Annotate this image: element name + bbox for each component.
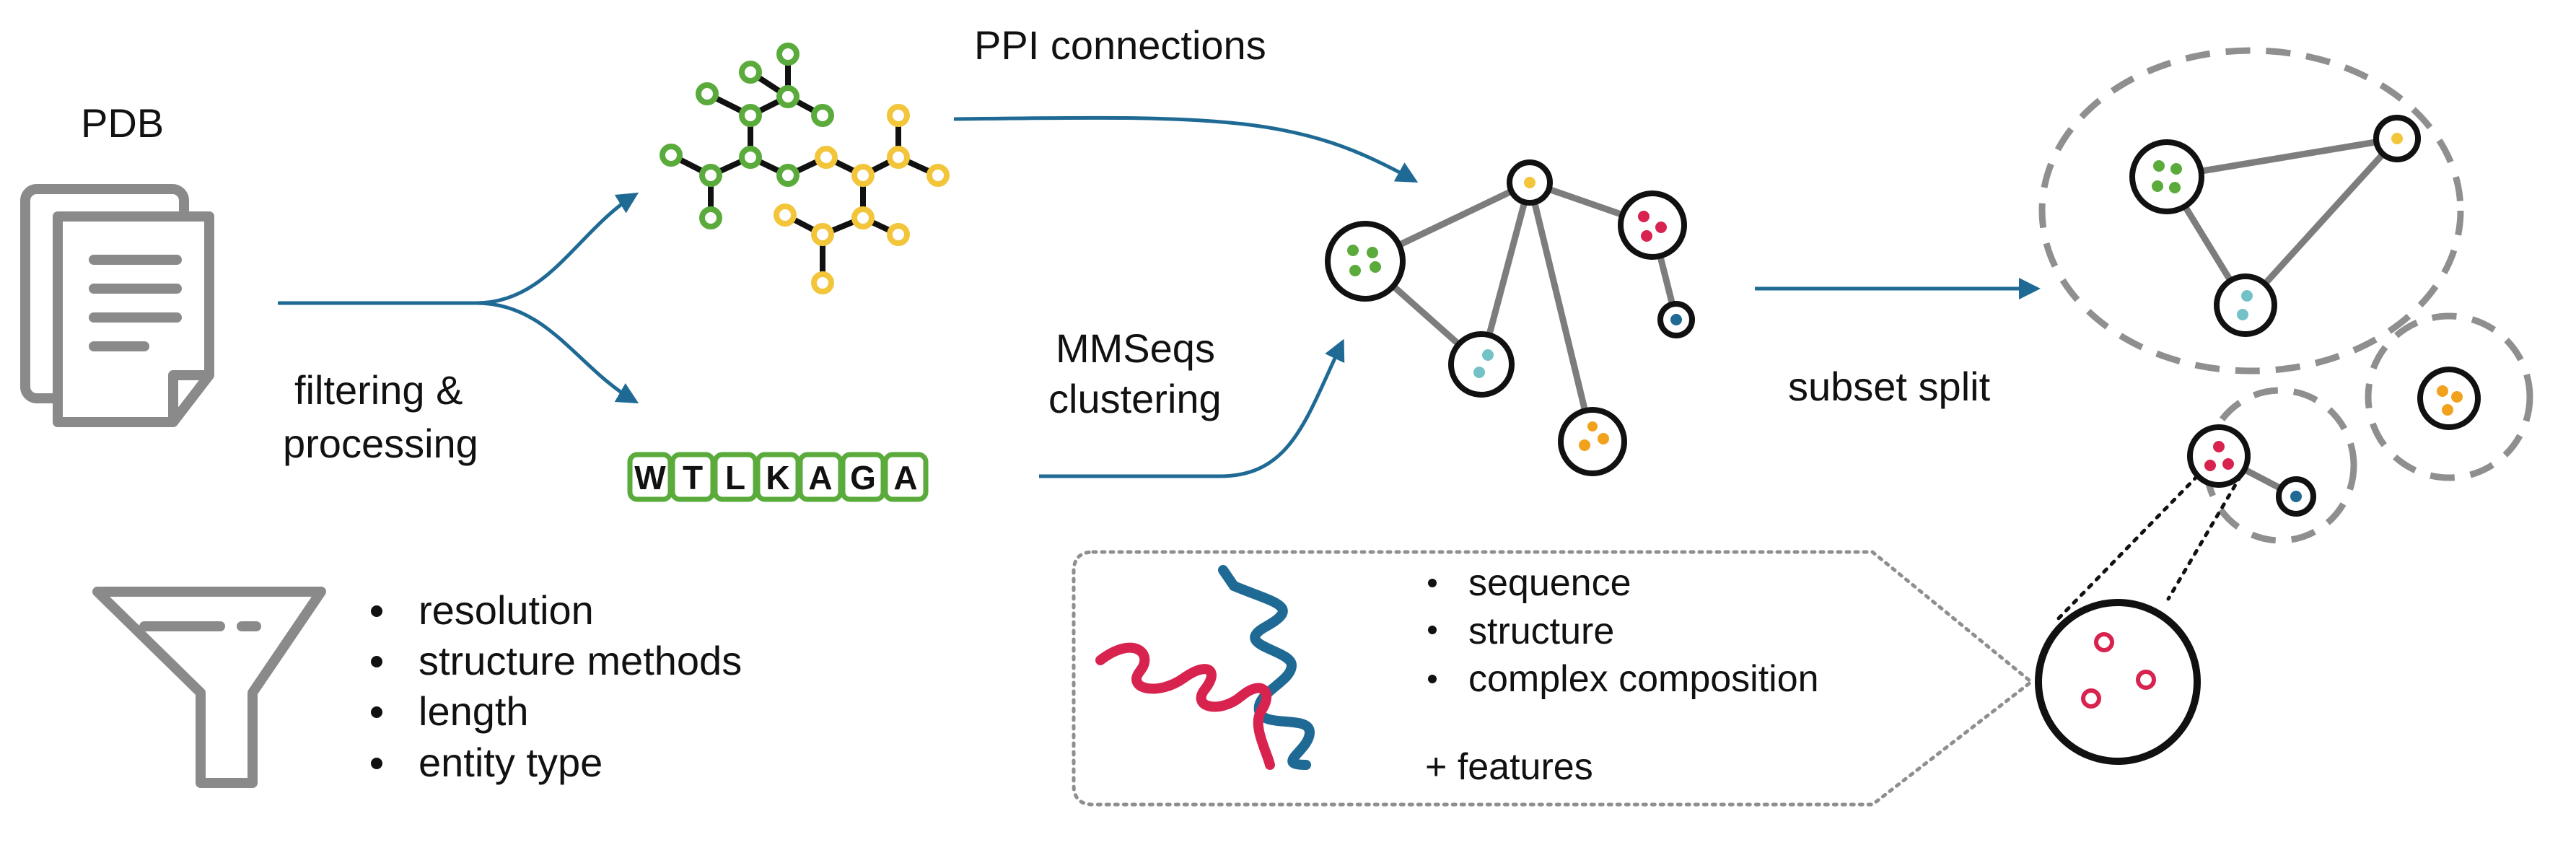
sequence-letter: L: [725, 459, 745, 496]
criterion-resolution: resolution: [419, 587, 594, 633]
sequence-letter: G: [850, 459, 876, 496]
subset-groups: [2038, 47, 2533, 544]
mmseqs-label-line2: clustering: [1048, 376, 1222, 421]
cluster-graph: [1325, 159, 1695, 476]
filter-funnel-icon: [92, 587, 326, 788]
ppi-label: PPI connections: [974, 22, 1266, 68]
feature-item-complex-composition: complex composition: [1468, 658, 1819, 700]
criterion-structure-methods: structure methods: [419, 638, 742, 683]
feature-list: sequence structure complex composition +…: [1425, 562, 1819, 788]
mmseqs-label-line1: MMSeqs: [1056, 325, 1215, 371]
sequence-letter: A: [808, 459, 832, 496]
feature-item-sequence: sequence: [1468, 562, 1631, 604]
protein-helix-icon: [1095, 565, 1315, 770]
filter-label-line1: filtering &: [294, 367, 463, 413]
feature-item-structure: structure: [1468, 610, 1614, 652]
features-callout: [1072, 550, 2201, 807]
sequence-letter: A: [893, 459, 917, 496]
filter-criteria-list: resolution structure methods length enti…: [371, 587, 742, 785]
filter-label-line2: processing: [283, 421, 478, 466]
document-stack-icon: [20, 184, 214, 427]
criterion-entity-type: entity type: [419, 740, 603, 785]
merge-arrows: [953, 115, 1419, 478]
sequence-letter: W: [634, 459, 666, 496]
molecule-icon: [660, 43, 950, 294]
zoom-lines: [2054, 474, 2243, 623]
sequence-letter: K: [766, 459, 789, 496]
pdb-label: PDB: [81, 100, 164, 146]
split-arrows: [278, 192, 639, 403]
sequence-strip: W T L K A G A: [627, 452, 929, 502]
criterion-length: length: [419, 688, 529, 734]
sequence-letter: T: [683, 459, 703, 496]
features-extra: + features: [1425, 746, 1593, 788]
subset-label: subset split: [1788, 364, 1991, 409]
